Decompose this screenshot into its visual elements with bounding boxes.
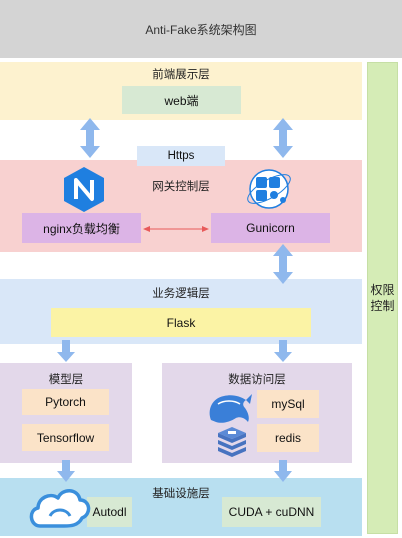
cuda-cudnn-node: CUDA + cuDNN (222, 497, 321, 527)
autodl-node: Autodl (87, 497, 132, 527)
mysql-dolphin-icon (209, 394, 252, 423)
arrow-model-infra (57, 460, 75, 482)
gunicorn-icon (247, 169, 291, 209)
tensorflow-node: Tensorflow (22, 424, 109, 451)
arrow-business-data (274, 340, 292, 362)
infrastructure-layer-label: 基础设施层 (152, 488, 210, 500)
pytorch-node: Pytorch (22, 389, 109, 415)
mysql-node: mySql (257, 390, 319, 418)
redis-node: redis (257, 424, 319, 452)
access-control-label: 权限控制 (370, 283, 395, 313)
arrow-frontend-gateway-left (80, 118, 100, 158)
nginx-icon (64, 167, 104, 212)
frontend-layer-label: 前端展示层 (152, 69, 210, 81)
redis-icon (218, 427, 246, 457)
https-protocol-label: Https (137, 146, 225, 166)
nginx-node: nginx负载均衡 (22, 213, 141, 243)
access-control-panel: 权限控制 (367, 62, 398, 534)
arrow-frontend-gateway-right (273, 118, 293, 158)
arrow-gateway-business (273, 244, 293, 284)
flask-node: Flask (51, 308, 311, 337)
business-layer-label: 业务逻辑层 (152, 288, 210, 300)
diagram-title: Anti-Fake系统架构图 (0, 0, 402, 58)
gunicorn-node: Gunicorn (211, 213, 330, 243)
cloud-icon (29, 489, 91, 528)
data-access-layer-label: 数据访问层 (228, 374, 286, 386)
model-layer-label: 模型层 (48, 374, 84, 386)
web-client-node: web端 (122, 86, 241, 114)
gateway-layer-label: 网关控制层 (152, 181, 210, 193)
arrow-nginx-gunicorn (143, 226, 209, 232)
arrow-data-infra (274, 460, 292, 482)
arrow-business-model (57, 340, 75, 362)
